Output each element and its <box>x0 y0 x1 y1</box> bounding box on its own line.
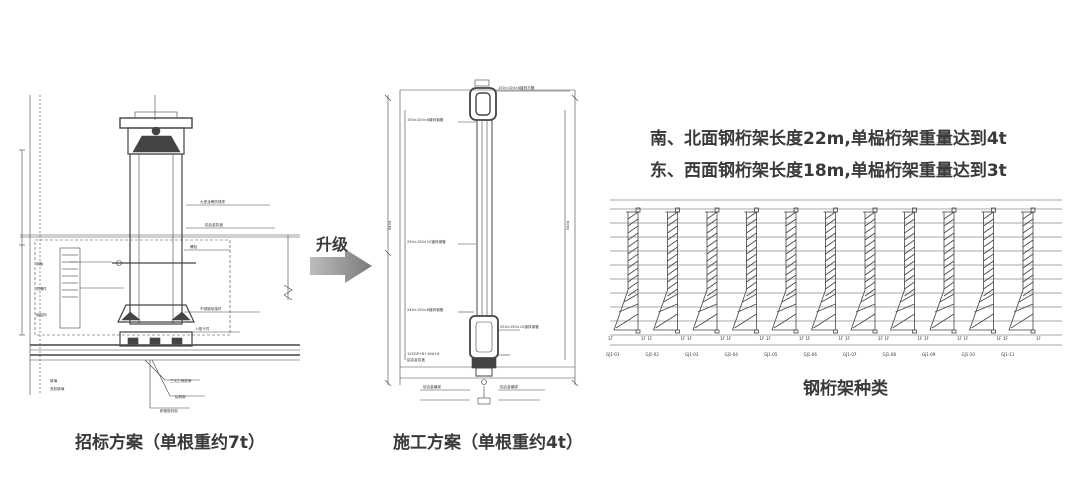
truss-elevation <box>929 207 957 334</box>
truss-id-label: GJ1-04 <box>725 352 739 357</box>
truss-side-mark: 1F <box>964 336 970 341</box>
truss-side-mark: 1F <box>648 336 654 341</box>
truss-side-mark: 1F <box>608 336 614 341</box>
truss-elevation <box>889 207 917 334</box>
truss-side-mark: 1F <box>878 336 884 341</box>
headline-north-south: 南、北面钢桁架长度22m,单榀桁架重量达到4t <box>650 129 1007 149</box>
truss-side-mark: 1F <box>997 336 1003 341</box>
svg-text:螺栓: 螺栓 <box>190 244 198 249</box>
truss-id-label: GJ1-07 <box>843 352 857 357</box>
svg-text:三元乙丙胶条: 三元乙丙胶条 <box>170 378 192 383</box>
truss-side-mark: 1F <box>885 336 891 341</box>
svg-text:耐候密封胶: 耐候密封胶 <box>160 408 178 413</box>
upgrade-arrow-icon <box>310 249 372 283</box>
headline-east-west: 东、西面钢桁架长度18m,单榀桁架重量达到3t <box>650 161 1007 181</box>
truss-elevation <box>968 207 996 334</box>
truss-side-mark: 1F <box>641 336 647 341</box>
svg-text:5404: 5404 <box>566 220 570 230</box>
truss-set <box>613 207 1036 334</box>
truss-elevation <box>1008 207 1036 334</box>
truss-elevation <box>731 207 759 334</box>
svg-text:铝合金横梁: 铝合金横梁 <box>423 384 441 389</box>
svg-text:铝合金扣盖: 铝合金扣盖 <box>407 357 425 362</box>
svg-text:240×150×8镀锌钢管: 240×150×8镀锌钢管 <box>407 307 444 312</box>
truss-elevation <box>771 207 799 334</box>
truss-id-label: GJ1-09 <box>922 352 936 357</box>
svg-text:250×150×10镀锌钢管: 250×150×10镀锌钢管 <box>407 239 446 244</box>
truss-side-mark: 1F <box>687 336 693 341</box>
truss-side-mark: 1F <box>760 336 766 341</box>
svg-text:大型龙骨防锈漆: 大型龙骨防锈漆 <box>200 199 226 204</box>
svg-text:12SGP+8+16A+6: 12SGP+8+16A+6 <box>407 352 440 356</box>
tender-scheme-drawing <box>19 95 300 409</box>
truss-side-mark: 1F <box>766 336 772 341</box>
truss-id-label: GJ1-10 <box>962 352 976 357</box>
truss-side-mark: 1F <box>727 336 733 341</box>
truss-side-mark: 1F <box>799 336 805 341</box>
truss-elevation <box>613 207 641 334</box>
truss-id-label: GJ1-01 <box>606 352 620 357</box>
truss-id-label: GJ1-06 <box>804 352 818 357</box>
svg-text:不锈钢驳接件: 不锈钢驳接件 <box>200 306 222 311</box>
svg-text:铝合金横梁: 铝合金横梁 <box>500 384 518 389</box>
truss-elevation <box>850 207 878 334</box>
truss-side-mark: 1F <box>839 336 845 341</box>
truss-side-mark: 1F <box>924 336 930 341</box>
truss-id-label: GJ1-05 <box>764 352 778 357</box>
svg-text:150×100×8镀锌方管: 150×100×8镀锌方管 <box>498 85 535 90</box>
truss-elevation <box>810 207 838 334</box>
svg-text:夹胶玻璃: 夹胶玻璃 <box>50 386 65 391</box>
truss-side-mark: 1F <box>845 336 851 341</box>
truss-side-mark: 1F <box>1003 336 1009 341</box>
truss-id-label: GJ1-11 <box>1001 352 1015 357</box>
svg-text:结构胶: 结构胶 <box>175 394 186 399</box>
construction-scheme-drawing <box>384 79 579 405</box>
truss-id-label: GJ1-02 <box>646 352 660 357</box>
truss-id-label: GJ1-08 <box>883 352 897 357</box>
construction-scheme-caption: 施工方案（单根重约4t） <box>393 433 583 453</box>
svg-text:150×100×8镀锌钢管: 150×100×8镀锌钢管 <box>407 117 444 122</box>
tender-scheme-caption: 招标方案（单根重约7t） <box>75 433 265 453</box>
truss-elevation <box>692 207 720 334</box>
construction-scheme-notes: 150×100×8镀锌方管 150×100×8镀锌钢管 250×150×10镀锌… <box>388 85 570 389</box>
svg-text:钢结构: 钢结构 <box>36 312 47 317</box>
truss-side-mark: 1F <box>918 336 924 341</box>
svg-text:U型卡件: U型卡件 <box>196 326 210 331</box>
truss-side-mark: 1F <box>1036 336 1042 341</box>
truss-side-mark: 1F <box>681 336 687 341</box>
svg-text:预埋件: 预埋件 <box>36 286 47 291</box>
svg-text:250×150×10镀锌钢管: 250×150×10镀锌钢管 <box>500 324 539 329</box>
tender-scheme-notes: 大型龙骨防锈漆 铝合金扣盖 螺栓 不锈钢驳接件 U型卡件 钢板 预埋件 钢结构 … <box>36 199 226 413</box>
truss-elevation <box>652 207 680 334</box>
truss-side-mark: 1F <box>957 336 963 341</box>
svg-text:铝合金扣盖: 铝合金扣盖 <box>205 222 223 227</box>
truss-side-mark: 1F <box>720 336 726 341</box>
svg-text:玻璃: 玻璃 <box>50 378 58 383</box>
truss-side-mark: 1F <box>806 336 812 341</box>
truss-id-label: GJ1-03 <box>685 352 699 357</box>
svg-text:钢板: 钢板 <box>36 261 44 266</box>
upgrade-label: 升级 <box>316 235 349 254</box>
truss-types-caption: 钢桁架种类 <box>803 379 888 399</box>
svg-text:5404: 5404 <box>388 220 392 230</box>
